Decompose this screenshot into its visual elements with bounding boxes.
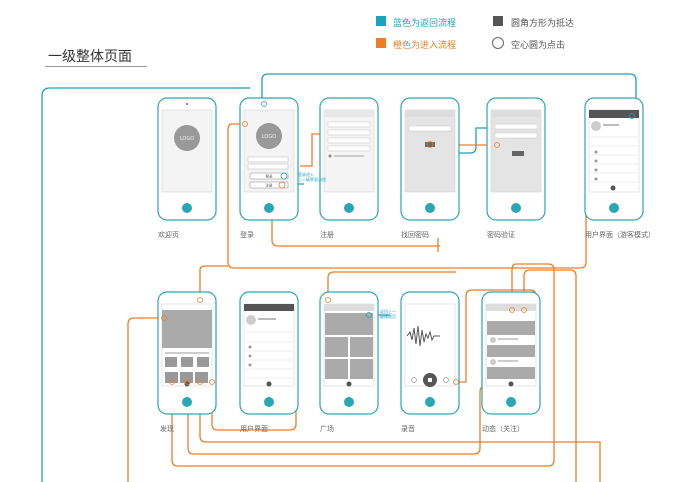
legend-rect-swatch — [493, 16, 503, 26]
legend-rect-label: 圆角方形为抵达 — [511, 19, 575, 29]
caption-record: 录音 — [401, 425, 415, 433]
phone-square — [319, 291, 379, 415]
svg-text:登录: 登录 — [266, 174, 274, 179]
caption-register: 注册 — [320, 231, 334, 239]
phone-register — [319, 97, 379, 221]
caption-password-verify: 密码验证 — [487, 231, 515, 239]
page-title: 一级整体页面 — [48, 49, 132, 65]
login-annotation: 登录进入 上一级界面流程 — [298, 172, 326, 182]
legend-circle-swatch — [492, 37, 504, 49]
svg-text:LOGO: LOGO — [180, 136, 194, 142]
legend-orange-swatch — [376, 38, 386, 48]
caption-welcome: 欢迎页 — [158, 231, 179, 239]
legend-blue-swatch — [376, 16, 386, 26]
phone-user-guest — [584, 97, 644, 221]
phone-following — [481, 291, 541, 415]
phone-login: LOGO 登录 注册 — [239, 97, 299, 221]
title-underline — [45, 66, 147, 67]
svg-text:注册: 注册 — [266, 183, 274, 188]
phone-password-verify — [486, 97, 546, 221]
record-annotation: 返回上一 级播放页 — [380, 309, 396, 319]
caption-login: 登录 — [240, 231, 254, 239]
phone-record — [400, 291, 460, 415]
legend-blue-label: 蓝色为返回流程 — [393, 19, 457, 29]
caption-user: 用户界面 — [240, 425, 268, 433]
discover-nav-clicks — [169, 379, 215, 385]
caption-square: 广场 — [320, 425, 334, 433]
caption-find-password: 找回密码 — [401, 231, 429, 239]
caption-following: 动态（关注） — [482, 425, 524, 433]
legend-circle-label: 空心圆为点击 — [511, 41, 566, 51]
phone-find-password — [400, 97, 460, 221]
phone-welcome: LOGO — [157, 97, 217, 221]
caption-discover: 发现 — [160, 425, 174, 433]
svg-text:LOGO: LOGO — [262, 134, 276, 140]
phone-user — [239, 291, 299, 415]
phone-discover — [157, 291, 217, 415]
legend-orange-label: 橙色为进入流程 — [393, 41, 457, 51]
caption-user-guest: 用户界面（游客模式） — [585, 231, 655, 239]
